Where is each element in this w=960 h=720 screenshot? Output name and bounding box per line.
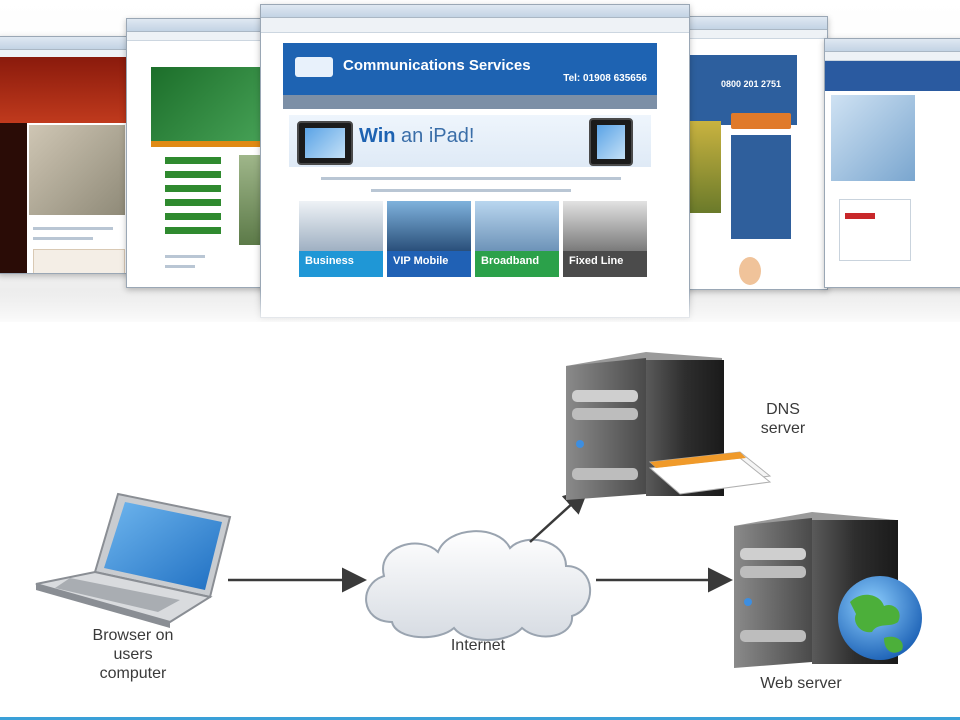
orange-button [731, 113, 791, 129]
woman-photo [739, 257, 761, 285]
banner-title: Win an iPad! [359, 125, 475, 147]
url-bar [261, 18, 689, 33]
orange-bar [151, 141, 279, 147]
floor-reflection [0, 290, 960, 322]
site-logo [295, 57, 333, 77]
screenshot-right-site: 0800 201 2751 [686, 16, 828, 290]
globe-icon [838, 576, 922, 660]
nav-panel [731, 135, 791, 239]
web-server-label: Web server [760, 675, 842, 692]
screenshot-left-red-site [0, 36, 132, 274]
browser-chrome [825, 39, 960, 52]
dark-side [0, 123, 27, 273]
photo [29, 125, 125, 215]
website-montage: 0800 201 2751 Communications Services Te… [0, 0, 960, 322]
service-tiles: Business VIP Mobile Broadband Fixed Line [289, 201, 651, 279]
bottom-strip [0, 717, 960, 720]
site-phone: Tel: 01908 635656 [563, 73, 647, 84]
site-brand: Communications Services [343, 57, 531, 74]
internet-cloud-icon [365, 530, 591, 641]
red-header [0, 57, 131, 123]
screenshot-center-site: Communications Services Tel: 01908 63565… [260, 4, 690, 318]
form-box [839, 199, 911, 261]
browser-chrome [0, 37, 131, 50]
tile-label: Business [299, 251, 383, 277]
internet-label: Internet [450, 637, 506, 654]
photo-strip [687, 121, 721, 213]
screenshot-far-right-site [824, 38, 960, 288]
tile-business[interactable]: Business [299, 201, 383, 277]
tile-fixed-line[interactable]: Fixed Line [563, 201, 647, 277]
screenshot-green-site [126, 18, 280, 288]
photo [831, 95, 915, 181]
browser-label: Browser on users computer [92, 627, 174, 682]
ipad-right-image [589, 118, 633, 166]
promo-banner: Win an iPad! [289, 115, 651, 167]
url-bar [127, 32, 279, 41]
green-header [151, 67, 279, 143]
tile-label: VIP Mobile [387, 251, 471, 277]
red-button [845, 213, 875, 219]
dns-server-label: DNS server [760, 401, 806, 437]
site-navbar [283, 95, 657, 109]
tile-label: Broadband [475, 251, 559, 277]
arrow-to-dns [529, 488, 589, 543]
url-bar [687, 30, 827, 39]
right-site-phone: 0800 201 2751 [721, 79, 782, 89]
laptop-icon [35, 492, 232, 628]
browser-chrome [687, 17, 827, 30]
network-diagram: Browser on users computer Internet DNS s… [0, 322, 960, 720]
header [825, 61, 960, 91]
browser-chrome [261, 5, 689, 18]
ipad-left-image [297, 121, 353, 165]
tile-broadband[interactable]: Broadband [475, 201, 559, 277]
tile-vip-mobile[interactable]: VIP Mobile [387, 201, 471, 277]
site-header: Communications Services Tel: 01908 63565… [283, 43, 657, 95]
diagram-canvas [35, 352, 922, 668]
tile-label: Fixed Line [563, 251, 647, 277]
url-bar [825, 52, 960, 61]
browser-chrome [127, 19, 279, 32]
dns-server-icon [566, 352, 772, 500]
content-box [33, 249, 125, 273]
